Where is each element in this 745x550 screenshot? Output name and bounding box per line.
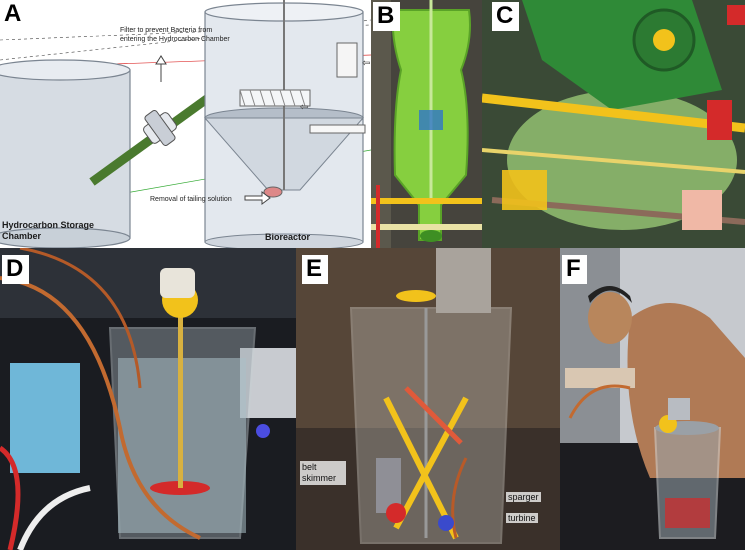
motor-gear-photo [482, 0, 745, 248]
filter-note: Filter to prevent Bacteria from entering… [120, 27, 230, 43]
panel-c-label: C [492, 2, 520, 31]
panel-e-label: E [302, 255, 329, 284]
belt-skimmer-label: belt skimmer [300, 461, 346, 485]
tailing-note: Removal of tailing solution [150, 196, 232, 203]
panel-a-schematic: ⇦ ⇦ A Filter to prevent Bacteria from en… [0, 0, 371, 248]
panel-d-photo: D [0, 248, 296, 550]
connecting-pipe-shape [89, 89, 218, 186]
researcher-photo [560, 248, 745, 550]
panel-f-photo: F [560, 248, 745, 550]
bioreactor-schematic-drawing: ⇦ ⇦ [0, 0, 371, 248]
panel-a-label: A [0, 0, 28, 29]
svg-text:⇦: ⇦ [300, 102, 308, 113]
turbine-label: turbine [506, 513, 538, 523]
panel-f-label: F [562, 255, 587, 284]
beaker-reactor-photo [0, 248, 296, 550]
sparger-label: sparger [506, 492, 541, 502]
storage-chamber-label: Hydrocarbon Storage Chamber [2, 220, 95, 241]
storage-chamber-shape [0, 59, 131, 248]
svg-text:⇦: ⇦ [362, 58, 370, 69]
panel-c-photo: C [482, 0, 745, 248]
labelled-reactor-photo [296, 248, 560, 550]
bioreactor-label: Bioreactor [265, 232, 311, 242]
bioreactor-shape [203, 0, 366, 248]
panel-d-label: D [2, 255, 30, 284]
panel-b-label: B [373, 2, 401, 31]
panel-e-photo: E belt skimmer sparger turbine [296, 248, 560, 550]
panel-b-photo: B [371, 0, 482, 248]
bottle-bioreactor-photo [371, 0, 482, 248]
